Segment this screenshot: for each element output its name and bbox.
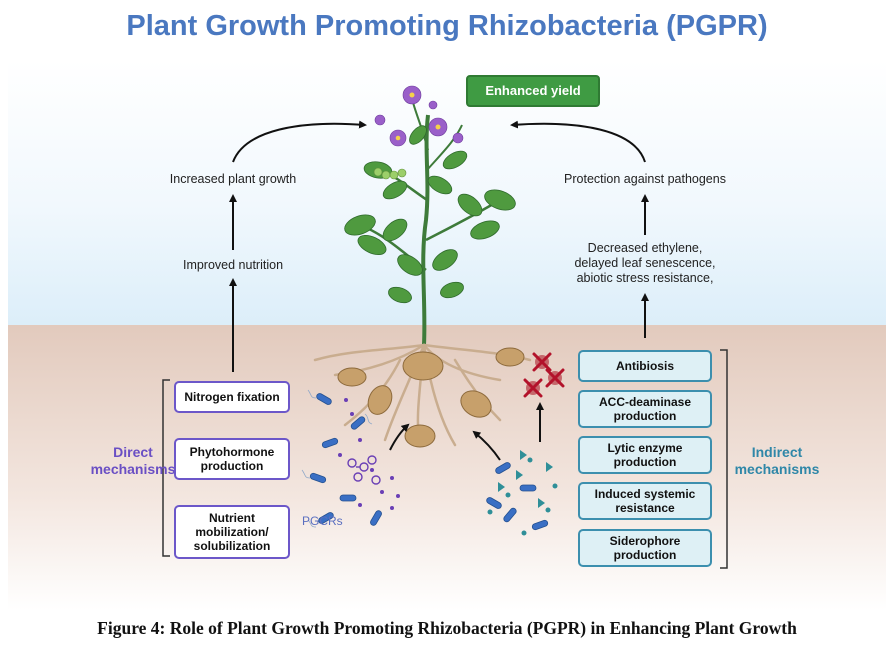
right-bacteria: [486, 450, 558, 536]
antibiosis-box: Antibiosis: [578, 350, 712, 382]
protection-label: Protection against pathogens: [564, 172, 726, 186]
arrow-to-plant-right: [510, 120, 646, 163]
lytic-enzyme-box: Lytic enzyme production: [578, 436, 712, 474]
arrow-microbes-to-roots-left: [389, 423, 410, 451]
nutrient-mobilization-box: Nutrient mobilization/ solubilization: [174, 505, 290, 559]
improved-nutrition-label: Improved nutrition: [182, 258, 284, 272]
soil-background: [8, 325, 886, 610]
phytohormone-box: Phytohormone production: [174, 438, 290, 480]
siderophore-box: Siderophore production: [578, 529, 712, 567]
figure-caption: Figure 4: Role of Plant Growth Promoting…: [97, 618, 797, 638]
pgcrs-label: PGCRs: [302, 514, 343, 528]
induced-systemic-resistance-box: Induced systemic resistance: [578, 482, 712, 520]
indirect-mechanisms-label: Indirect mechanisms: [734, 444, 820, 477]
acc-deaminase-box: ACC-deaminase production: [578, 390, 712, 428]
indirect-bracket: [720, 349, 728, 569]
arrow-to-plant-left: [232, 120, 367, 163]
plant: [344, 85, 516, 346]
tubers: [337, 347, 525, 448]
enhanced-yield-box: Enhanced yield: [466, 75, 600, 107]
stress-resistance-label: Decreased ethylene, delayed leaf senesce…: [574, 241, 716, 285]
arrow-microbes-to-roots-right: [472, 430, 501, 461]
direct-bracket: [162, 379, 170, 557]
direct-mechanisms-label: Direct mechanisms: [90, 444, 176, 477]
pathogens-crossed: [523, 352, 565, 398]
increased-growth-label: Increased plant growth: [169, 172, 297, 186]
nitrogen-fixation-box: Nitrogen fixation: [174, 381, 290, 413]
page-title: Plant Growth Promoting Rhizobacteria (PG…: [126, 10, 768, 42]
left-bacteria: [301, 389, 400, 528]
